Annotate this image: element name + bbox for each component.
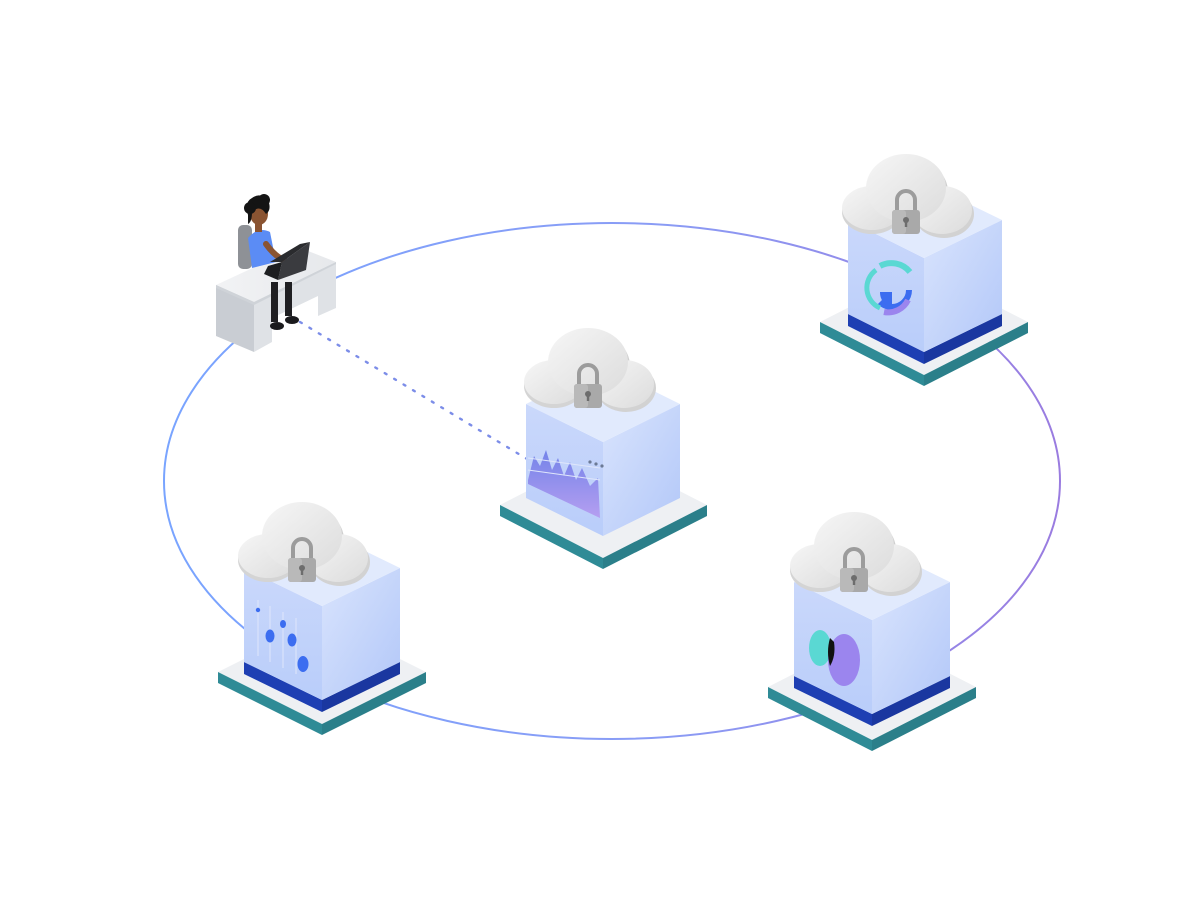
cube (526, 366, 680, 536)
donut-chart-icon (864, 260, 913, 316)
laptop-icon (270, 242, 310, 262)
node-top-right (820, 152, 1028, 386)
cloud-lock-icon (840, 152, 976, 240)
node-bottom-left (218, 500, 426, 735)
area-chart-icon (527, 450, 604, 518)
network-ring (163, 222, 1061, 740)
node-center (500, 326, 707, 569)
cloud-lock-icon (788, 510, 924, 598)
chair (238, 225, 252, 269)
cloud-lock-icon (522, 326, 658, 414)
venn-diagram-icon (809, 630, 860, 686)
dot-plot-icon (255, 600, 309, 674)
user-connection-line (298, 320, 534, 464)
node-bottom-right (768, 510, 976, 751)
cloud-lock-icon (236, 500, 372, 588)
user-at-desk (216, 194, 336, 352)
